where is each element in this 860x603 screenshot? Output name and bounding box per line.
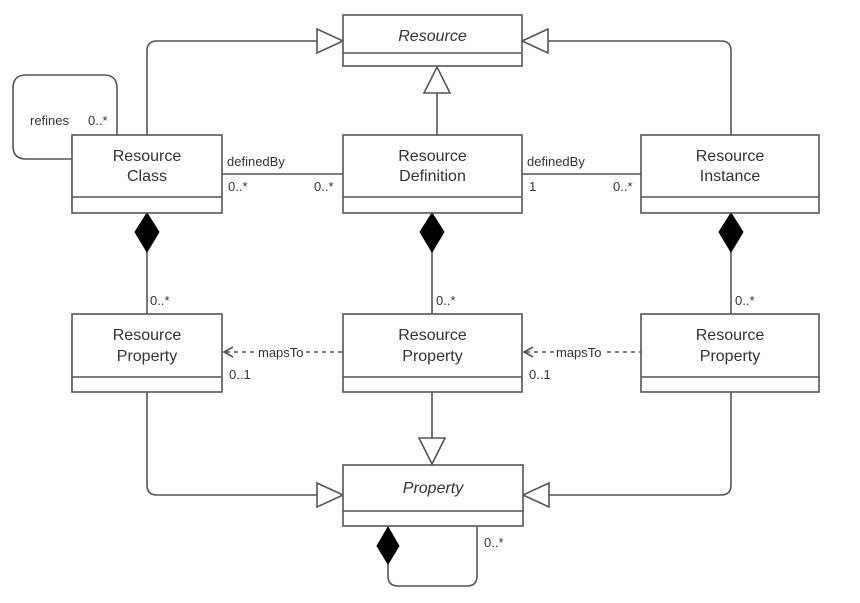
- open-arrowhead-icon: [222, 346, 234, 358]
- class-resource[interactable]: Resource: [342, 14, 523, 67]
- definedby-label-left: definedBy: [227, 154, 285, 169]
- composition-definition-multiplicity: 0..*: [436, 293, 456, 308]
- class-property[interactable]: Property: [342, 464, 524, 527]
- generalization-right-property-to-property: [549, 392, 732, 496]
- class-name-line1: Resource: [398, 327, 467, 344]
- class-name: Resource: [398, 28, 467, 45]
- composition-diamond-icon: [376, 526, 400, 565]
- generalization-arrowhead-icon: [521, 481, 550, 509]
- refines-self-association: [12, 74, 118, 160]
- generalization-arrowhead-icon: [422, 65, 452, 94]
- class-resource-property-right[interactable]: Resource Property: [640, 313, 820, 393]
- generalization-arrowhead-icon: [316, 27, 345, 55]
- class-resource-property-middle[interactable]: Resource Property: [342, 313, 523, 393]
- mapsto-label-right: mapsTo: [556, 345, 602, 360]
- refines-label: refines: [30, 113, 70, 128]
- generalization-arrowhead-icon: [417, 437, 447, 466]
- class-name-line1: Resource: [696, 148, 765, 165]
- class-name-line1: Resource: [113, 327, 182, 344]
- generalization-left-property-to-property: [146, 392, 317, 496]
- generalization-instance-to-resource: [548, 40, 732, 135]
- mapsto-right-multiplicity: 0..1: [529, 367, 551, 382]
- open-arrowhead-icon: [522, 346, 534, 358]
- definedby-right-target-multiplicity: 0..*: [613, 179, 633, 194]
- property-self-composition: [387, 526, 478, 587]
- class-name-line1: Resource: [113, 148, 182, 165]
- composition-diamond-icon: [419, 212, 445, 253]
- composition-diamond-icon: [134, 212, 160, 253]
- class-name-line2: Class: [127, 168, 167, 185]
- mapsto-label-left: mapsTo: [258, 345, 304, 360]
- class-name-line1: Resource: [696, 327, 765, 344]
- composition-instance-multiplicity: 0..*: [735, 293, 755, 308]
- refines-multiplicity: 0..*: [88, 113, 108, 128]
- class-name-line2: Definition: [399, 168, 466, 185]
- class-resource-property-left[interactable]: Resource Property: [71, 313, 223, 393]
- class-name-line2: Property: [402, 348, 462, 365]
- class-name-line2: Instance: [700, 168, 761, 185]
- mapsto-left-multiplicity: 0..1: [229, 367, 251, 382]
- class-name-line2: Property: [700, 348, 760, 365]
- class-name-line2: Property: [117, 348, 177, 365]
- definedby-left-source-multiplicity: 0..*: [228, 179, 248, 194]
- class-name: Property: [403, 480, 464, 497]
- class-name-line1: Resource: [398, 148, 467, 165]
- definedby-left-target-multiplicity: 0..*: [314, 179, 334, 194]
- definedby-right-source-multiplicity: 1: [529, 179, 536, 194]
- generalization-class-to-resource: [146, 40, 317, 135]
- generalization-arrowhead-icon: [316, 481, 345, 509]
- property-self-multiplicity: 0..*: [484, 535, 504, 550]
- composition-class-multiplicity: 0..*: [150, 293, 170, 308]
- class-resource-definition[interactable]: Resource Definition: [342, 134, 523, 214]
- class-resource-class[interactable]: Resource Class: [71, 134, 223, 214]
- class-resource-instance[interactable]: Resource Instance: [640, 134, 820, 214]
- composition-diamond-icon: [718, 212, 744, 253]
- definedby-label-right: definedBy: [527, 154, 585, 169]
- generalization-arrowhead-icon: [520, 27, 549, 55]
